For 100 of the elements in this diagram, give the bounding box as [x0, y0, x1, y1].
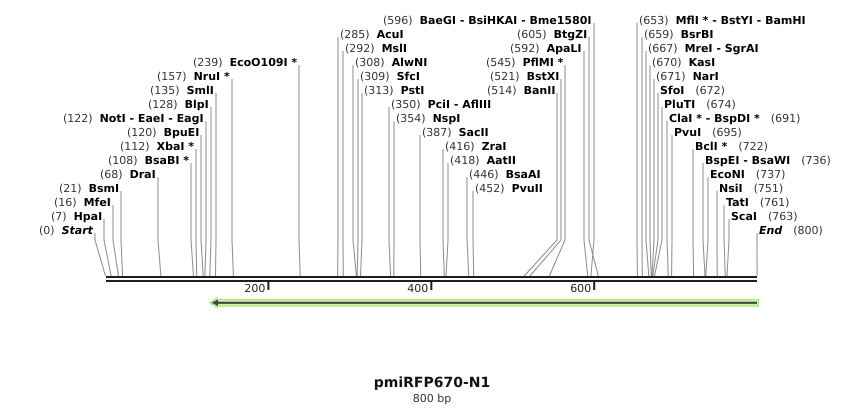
sequence-end-label: (0) Start [39, 224, 95, 236]
leader-line [642, 36, 643, 276]
enzyme-label: (108) BsaBI * [108, 154, 192, 166]
enzyme-label: SfoI (672) [658, 84, 725, 96]
enzyme-label: (239) EcoO109I * [193, 56, 300, 68]
enzyme-label: (446) BsaAI [467, 168, 541, 180]
enzyme-label: (653) MflI * - BstYI - BamHI [637, 14, 806, 26]
leader-line [388, 106, 392, 276]
leader-line [650, 64, 652, 276]
enzyme-label: (122) NotI - EaeI - EagI [63, 112, 206, 124]
enzyme-label: (667) MreI - SgrAI [646, 42, 759, 54]
leader-line [232, 78, 234, 276]
tick-label: 200 [244, 282, 266, 295]
leader-line [360, 92, 362, 276]
leader-line [337, 36, 338, 276]
enzyme-label: ScaI (763) [729, 210, 798, 222]
leader-line [636, 22, 638, 276]
dna-backbone [106, 276, 758, 282]
leader-line [692, 148, 694, 276]
leader-line [204, 120, 206, 276]
leader-line [190, 162, 194, 276]
enzyme-label: (135) SmlI [150, 84, 216, 96]
enzyme-label: NsiI (751) [717, 182, 784, 194]
leader-line [726, 218, 730, 276]
enzyme-label: (285) AcuI [338, 28, 404, 40]
leader-line [584, 50, 588, 276]
leader-line [529, 78, 562, 276]
enzyme-label: (545) PflMI * [486, 56, 566, 68]
tick-label: 400 [407, 282, 428, 295]
enzyme-label: (350) PciI - AflIII [389, 98, 492, 110]
enzyme-label: (596) BaeGI - BsiHKAI - Bme1580I [383, 14, 594, 26]
enzyme-label: (308) AlwNI [353, 56, 428, 68]
leader-line [200, 134, 204, 276]
enzyme-label: (313) PstI [362, 84, 424, 96]
enzyme-label: BspEI - BsaWI (736) [703, 154, 831, 166]
leader-line [158, 176, 162, 276]
enzyme-label: PluTI (674) [662, 98, 736, 110]
enzyme-label: (354) NspI [394, 112, 460, 124]
tick-label: 600 [570, 282, 592, 295]
leader-line [548, 64, 566, 276]
enzyme-label: (309) SfcI [358, 70, 420, 82]
enzyme-label: (21) BsmI [59, 182, 122, 194]
enzyme-label: (157) NruI * [157, 70, 232, 82]
leader-line [666, 120, 669, 276]
sequence-end-label: End (800) [757, 224, 823, 236]
enzyme-label: (659) BsrBI [642, 28, 714, 40]
leader-line [646, 50, 650, 276]
enzyme-label: (452) PvuII [473, 182, 543, 194]
enzyme-label: (671) NarI [654, 70, 719, 82]
leader-line [420, 134, 422, 276]
enzyme-label: (416) ZraI [443, 140, 507, 152]
map-title: pmiRFP670-N1 [374, 375, 490, 391]
leader-line [702, 162, 706, 276]
sequence-length: 800 bp [412, 392, 452, 405]
leader-line [524, 92, 558, 276]
leader-line [342, 50, 344, 276]
enzyme-label: (7) HpaI [51, 210, 104, 222]
enzyme-label: (592) ApaLI [510, 42, 584, 54]
leader-line [209, 106, 212, 276]
leader-line [652, 78, 654, 276]
leader-line [442, 148, 445, 276]
enzyme-label: (128) BlpI [148, 98, 211, 110]
leader-line [298, 64, 301, 276]
leader-line [104, 218, 112, 276]
leader-line [446, 162, 448, 276]
enzyme-label: PvuI (695) [672, 126, 742, 138]
enzyme-label: (514) BanII [487, 84, 558, 96]
leader-line [196, 148, 198, 276]
enzyme-label: (112) XbaI * [120, 140, 196, 152]
enzyme-label: TatI (761) [724, 196, 790, 208]
leader-line [756, 232, 758, 276]
leader-line [652, 92, 658, 276]
enzyme-label: (120) BpuEI [127, 126, 202, 138]
leader-line [716, 190, 718, 276]
leader-line [356, 78, 358, 276]
enzyme-label: (16) MfeI [54, 196, 113, 208]
leader-line [472, 190, 474, 276]
enzyme-label: (68) DraI [100, 168, 158, 180]
leader-line [120, 190, 124, 276]
leader-line [588, 36, 599, 276]
leader-line [705, 176, 708, 276]
leader-line [466, 176, 470, 276]
enzyme-label: (387) SacII [420, 126, 489, 138]
leader-line [352, 64, 357, 276]
enzyme-label: (670) KasI [650, 56, 716, 68]
leader-line [590, 22, 594, 276]
enzyme-label: (418) AatII [448, 154, 516, 166]
enzyme-label: BclI * (722) [693, 140, 768, 152]
leader-line [393, 120, 394, 276]
leader-line [654, 106, 662, 276]
enzyme-label: (292) MslI [343, 42, 407, 54]
enzyme-label: ClaI * - BspDI * (691) [667, 112, 800, 124]
leader-line [724, 204, 726, 276]
leader-line [94, 232, 106, 276]
enzyme-label: EcoNI (737) [708, 168, 786, 180]
enzyme-label: (605) BtgZI [517, 28, 590, 40]
leader-line [671, 134, 672, 276]
leader-line [215, 92, 216, 276]
enzyme-label: (521) BstXI [490, 70, 562, 82]
leader-line [112, 204, 119, 276]
